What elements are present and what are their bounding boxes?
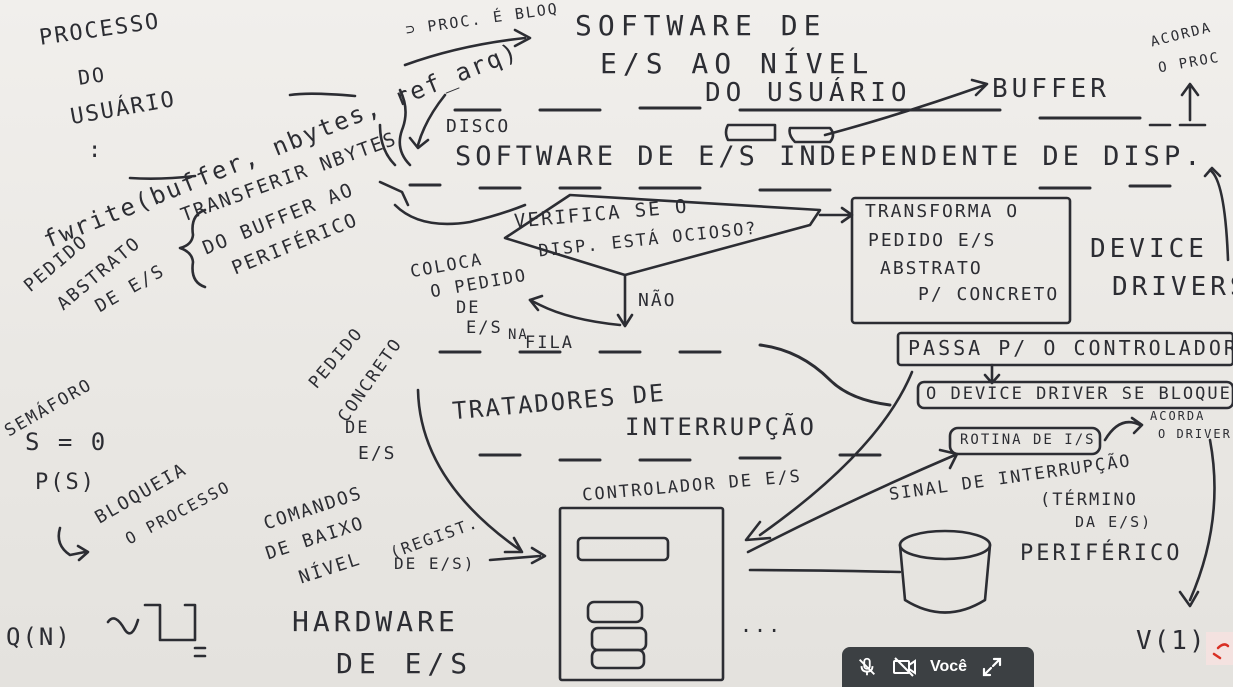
- sinal-line3: DA E/S): [1075, 513, 1153, 531]
- sinal-line2: (TÉRMINO: [1040, 490, 1138, 510]
- presenter-logo-icon: [1212, 643, 1230, 660]
- transforma-line2: PEDIDO E/S: [868, 230, 997, 251]
- ellipsis-label: ...: [740, 613, 783, 637]
- mic-toggle-button[interactable]: [854, 654, 880, 680]
- mic-off-icon: [859, 657, 875, 676]
- acorda-driver-line1: ACORDA: [1150, 409, 1206, 423]
- separator-user-level: [453, 106, 1142, 120]
- coloca-line5: NA: [508, 327, 529, 343]
- processo-usuario-line2: DO: [76, 62, 108, 90]
- separator-independent: [408, 183, 1172, 192]
- camera-toggle-button[interactable]: [892, 654, 918, 680]
- separator-handlers: [478, 453, 882, 462]
- separator-drivers: [438, 343, 892, 407]
- bloqueia-label: O DEVICE DRIVER SE BLOQUEIA: [926, 384, 1233, 404]
- coloca-line4: E/S: [466, 318, 503, 338]
- semaforo-line3: P(S): [35, 470, 96, 495]
- pedido-concreto-line3: DE: [345, 418, 370, 438]
- transforma-line1: TRANSFORMA O: [865, 201, 1020, 222]
- transforma-line4: P/ CONCRETO: [918, 284, 1060, 305]
- nao-label: NÃO: [638, 290, 677, 311]
- software-usuario-line3: DO USUÁRIO: [705, 78, 912, 108]
- device-drivers-line1: DEVICE: [1090, 234, 1208, 264]
- software-usuario-line1: SOFTWARE DE: [575, 9, 827, 42]
- coloca-line6: FILA: [525, 333, 574, 353]
- self-view-label: Você: [930, 658, 968, 675]
- pedido-concreto-line4: E/S: [358, 443, 397, 464]
- bloqueia-box: [916, 380, 1233, 410]
- passa-box: [896, 331, 1233, 367]
- rotina-box: [948, 426, 1102, 456]
- hardware-line2: DE E/S: [336, 647, 474, 680]
- comandos-line5: DE E/S): [394, 554, 476, 573]
- coloca-line3: DE: [456, 298, 481, 318]
- processo-dots: :: [88, 138, 104, 163]
- rotina-label: ROTINA DE I/S: [960, 432, 1096, 448]
- expand-icon: [982, 657, 1002, 677]
- expand-button[interactable]: [979, 654, 1005, 680]
- passa-label: PASSA P/ O CONTROLADOR: [908, 336, 1233, 360]
- q-n-label: Q(N): [6, 623, 72, 651]
- presenter-logo: [1206, 632, 1233, 665]
- meet-self-view-controls: Você: [842, 647, 1034, 687]
- disco-label: DISCO: [446, 116, 511, 137]
- camera-off-icon: [893, 657, 916, 677]
- acorda-driver-line2: O DRIVER: [1158, 427, 1232, 441]
- periferico-label: PERIFÉRICO: [1020, 541, 1183, 566]
- transforma-line3: ABSTRATO: [880, 258, 983, 279]
- buffer-label: BUFFER: [992, 74, 1110, 104]
- software-independente: SOFTWARE DE E/S INDEPENDENTE DE DISP.: [455, 141, 1205, 172]
- hardware-line1: HARDWARE: [292, 605, 459, 638]
- v-1-label: V(1): [1136, 626, 1207, 656]
- software-usuario-line2: E/S AO NÍVEL: [600, 47, 875, 80]
- tratadores-line2: INTERRUPÇÃO: [625, 413, 817, 441]
- transforma-box: [850, 196, 1072, 325]
- controlador-box: [558, 506, 725, 682]
- semaforo-line2: S = 0: [25, 428, 108, 456]
- verifica-diamond: [503, 193, 822, 277]
